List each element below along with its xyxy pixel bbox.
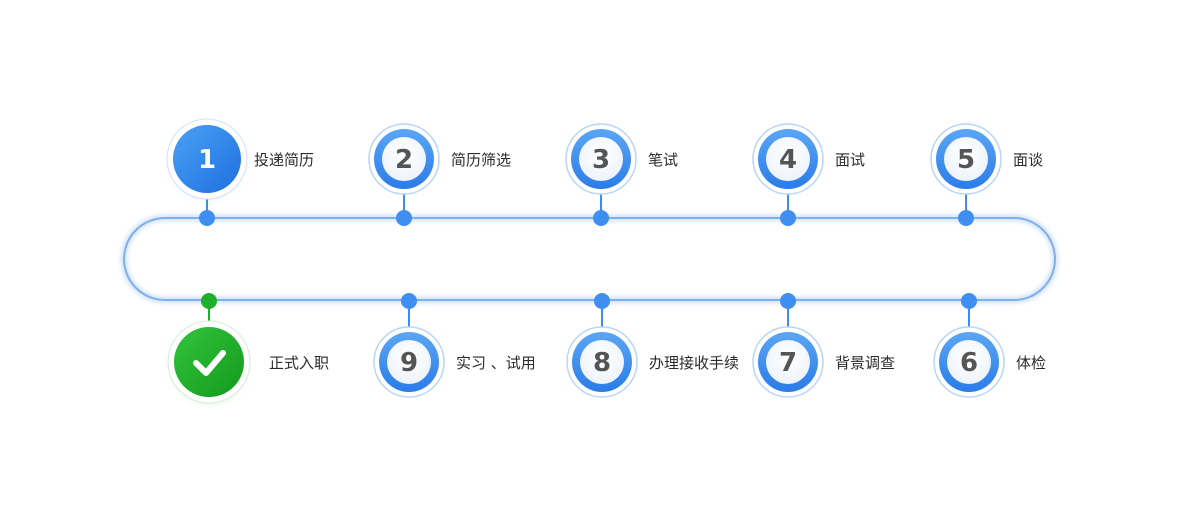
step-label: 面试 — [835, 151, 865, 169]
step-number: 4 — [779, 145, 797, 175]
track-node — [780, 210, 796, 226]
track-shadow — [121, 215, 1058, 303]
step-circle — [173, 125, 241, 193]
step-circle — [387, 340, 431, 384]
step-number: 7 — [779, 348, 797, 378]
step-5: 5 面谈 — [930, 123, 1043, 226]
step-circle — [580, 340, 624, 384]
step-circle — [766, 137, 810, 181]
step-6: 6 体检 — [933, 293, 1046, 398]
step-final: 正式入职 — [167, 293, 329, 404]
track-node — [593, 210, 609, 226]
step-number: 5 — [957, 145, 975, 175]
step-label: 体检 — [1016, 354, 1046, 372]
step-number: 6 — [960, 348, 978, 378]
step-label: 实习 、试用 — [456, 354, 536, 372]
step-label: 投递简历 — [254, 151, 314, 169]
step-circle — [944, 137, 988, 181]
step-3: 3 笔试 — [565, 123, 678, 226]
step-label: 办理接收手续 — [649, 354, 739, 372]
step-2: 2 简历筛选 — [368, 123, 511, 226]
step-circle — [947, 340, 991, 384]
step-label: 笔试 — [648, 151, 678, 169]
step-label: 正式入职 — [269, 354, 329, 372]
track-node — [961, 293, 977, 309]
step-1: 1 投递简历 — [166, 118, 314, 226]
step-circle — [766, 340, 810, 384]
step-number: 3 — [592, 145, 610, 175]
step-label: 背景调查 — [835, 354, 895, 372]
step-7: 7 背景调查 — [752, 293, 895, 398]
track-node — [780, 293, 796, 309]
track-node — [201, 293, 217, 309]
steps-layer: 1 投递简历 2 简历筛选 3 笔试 4 面试 5 面谈 6 体检 7 背景调查 8 办理接收手续 9 实习 、试… — [166, 118, 1046, 404]
step-8: 8 办理接收手续 — [566, 293, 739, 398]
step-number: 1 — [198, 145, 216, 175]
step-number: 8 — [593, 348, 611, 378]
step-label: 面谈 — [1013, 151, 1043, 169]
track-node — [396, 210, 412, 226]
step-9: 9 实习 、试用 — [373, 293, 536, 398]
step-4: 4 面试 — [752, 123, 865, 226]
process-track — [123, 217, 1056, 301]
step-circle — [174, 327, 244, 397]
step-number: 9 — [400, 348, 418, 378]
step-circle — [382, 137, 426, 181]
step-label: 简历筛选 — [451, 151, 511, 169]
checkmark-icon — [193, 350, 226, 376]
step-number: 2 — [395, 145, 413, 175]
step-circle — [579, 137, 623, 181]
track-node — [199, 210, 215, 226]
track-node — [401, 293, 417, 309]
track-node — [958, 210, 974, 226]
track-node — [594, 293, 610, 309]
